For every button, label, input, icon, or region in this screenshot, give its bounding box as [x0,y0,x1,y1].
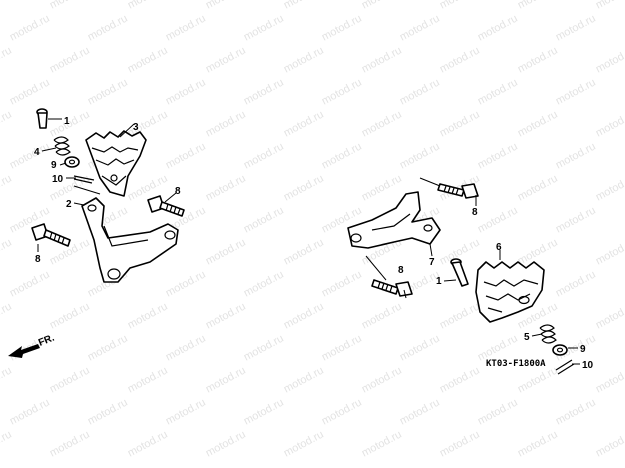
callout-left-8-upper: 8 [175,186,181,197]
callout-right-1: 1 [436,276,442,287]
left-cotter-pin-part [73,175,95,184]
callout-left-3: 3 [133,122,139,133]
right-cotter-pin-part [555,359,575,375]
callout-left-4: 4 [34,147,40,158]
callout-right-7: 7 [429,257,435,268]
callout-left-9: 9 [51,160,57,171]
callout-right-8-lower: 8 [398,265,404,276]
left-washer-part [64,156,80,168]
callout-left-10: 10 [52,174,64,185]
callout-right-5: 5 [524,332,530,343]
right-spring-part [539,324,557,344]
left-footpeg-assembly [31,108,185,283]
left-pin-part [36,108,48,129]
left-bolt-upper-part [147,195,185,217]
right-footpeg-assembly [347,183,580,375]
part-code: KT03-F1800A [486,359,546,369]
right-pin-part [450,258,469,287]
left-bracket-part [81,197,179,283]
callout-right-8-upper: 8 [472,207,478,218]
callout-left-2: 2 [66,199,72,210]
callout-left-8-lower: 8 [35,254,41,265]
right-washer-part [552,344,568,356]
callout-right-9: 9 [580,344,586,355]
left-bolt-lower-part [31,223,71,247]
right-bracket-part [347,191,441,249]
left-footpeg-part [85,130,147,197]
front-direction-arrow-icon [8,344,40,358]
callout-right-10: 10 [582,360,594,371]
callout-right-6: 6 [496,242,502,253]
callout-left-1: 1 [64,116,70,127]
right-bolt-upper-part [437,183,479,199]
front-direction-label: FR. [37,332,56,348]
right-footpeg-part [475,261,545,323]
right-bolt-lower-part [371,279,413,297]
left-spring-part [53,136,71,156]
